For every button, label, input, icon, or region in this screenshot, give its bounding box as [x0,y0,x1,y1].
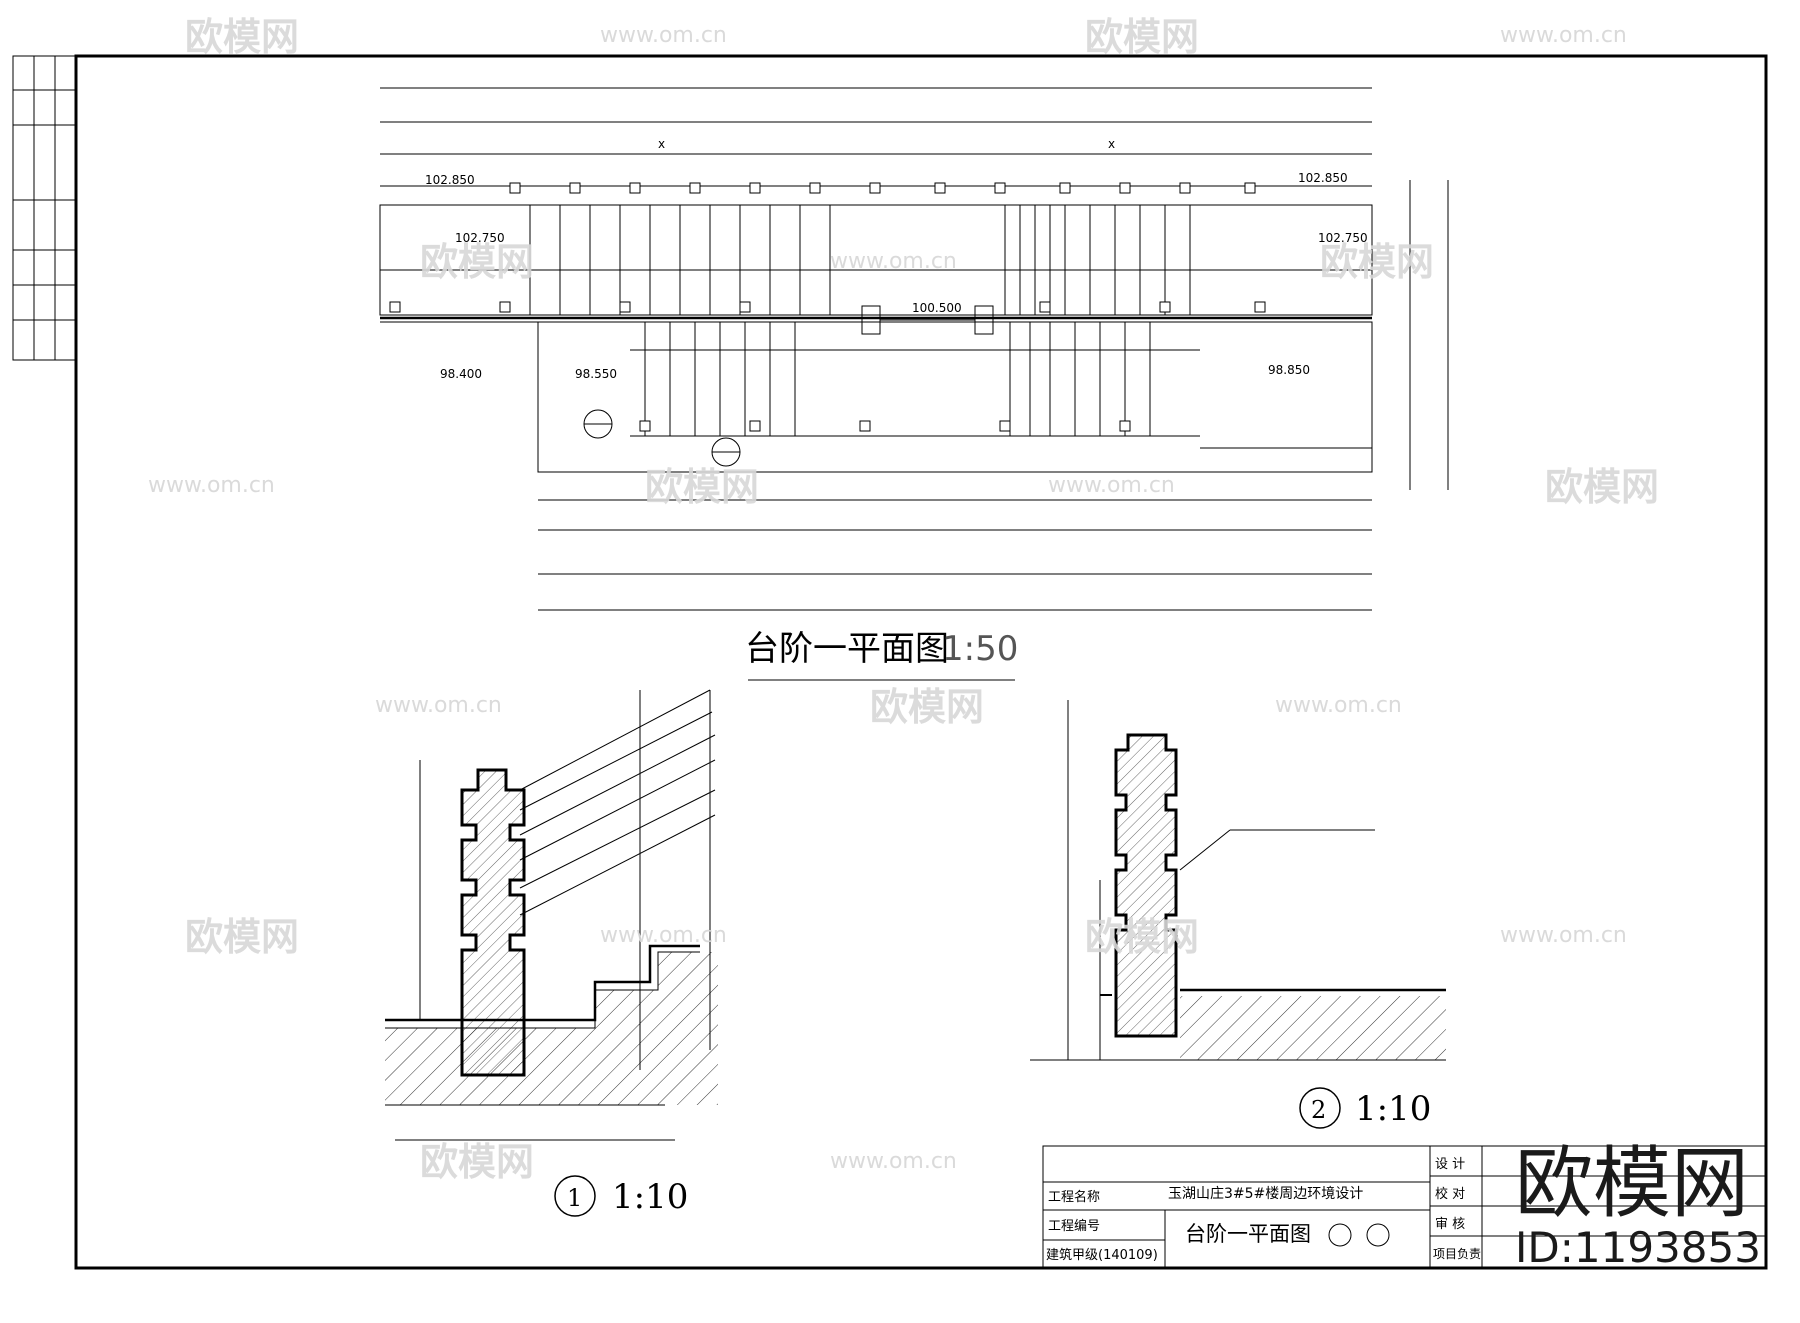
corner-brand: 欧模网 [1515,1139,1749,1229]
elevation-label: 98.400 [440,367,482,381]
revision-strip [12,55,77,361]
sheet-section-2-icon [1366,1223,1390,1247]
watermark-site: www.om.cn [830,249,957,274]
sheet-border [74,54,1768,1270]
project-name-label: 工程名称 [1048,1189,1100,1205]
watermark-site: www.om.cn [1500,23,1627,48]
watermark-brand: 欧模网 [870,685,984,729]
elevation-label: 102.850 [1298,171,1348,185]
section-2-number: 2 [1311,1096,1326,1124]
section-1-scale: 1:10 [612,1177,688,1217]
watermark-brand: 欧模网 [420,1140,534,1184]
plan-view [379,87,1449,611]
design-label: 设 计 [1435,1157,1465,1172]
watermark-brand: 欧模网 [185,915,299,959]
plan-posts [389,182,1266,432]
project-name-value: 玉湖山庄3#5#楼周边环境设计 [1168,1185,1363,1202]
elevation-label: 102.750 [1318,231,1368,245]
check-label: 校 对 [1435,1186,1465,1202]
elevation-label: 98.850 [1268,363,1310,377]
watermark-site: www.om.cn [1275,693,1402,718]
section-2-scale: 1:10 [1355,1089,1431,1129]
watermark-site: www.om.cn [1048,473,1175,498]
watermark-site: www.om.cn [600,923,727,948]
elevation-label: 102.750 [455,231,505,245]
watermark-site: www.om.cn [600,23,727,48]
sheet-title: 台阶一平面图 [1185,1222,1311,1246]
watermark-brand: 欧模网 [1545,465,1659,509]
plan-title: 台阶一平面图 [745,629,949,669]
watermark-site: www.om.cn [830,1149,957,1174]
section-2-symbol [1299,1087,1341,1129]
sheet-section-1-icon [1328,1223,1352,1247]
watermark-brand: 欧模网 [1085,15,1199,59]
watermark-site: www.om.cn [1500,923,1627,948]
watermark-brand: 欧模网 [1320,240,1434,284]
project-no-label: 工程编号 [1048,1219,1100,1234]
section-1-detail [385,689,718,1141]
watermark-layer: www.om.cn www.om.cn www.om.cn www.om.cn … [148,15,1659,1184]
plan-stairs-left [529,205,831,436]
watermark-site: www.om.cn [148,473,275,498]
corner-id: ID:1193853 [1515,1223,1761,1272]
watermark-brand: 欧模网 [645,465,759,509]
watermark-brand: 欧模网 [1085,915,1199,959]
section-2-detail [1030,700,1446,1061]
watermark-brand: 欧模网 [185,15,299,59]
review-label: 审 核 [1435,1217,1465,1232]
title-block [1042,1145,1767,1269]
elevation-label: 98.550 [575,367,617,381]
plan-scale: 1:50 [942,629,1018,669]
plan-stairs-right [1004,205,1191,436]
watermark-brand: 欧模网 [420,240,534,284]
section-1-number: 1 [567,1184,582,1212]
elevation-label: 100.500 [912,301,962,315]
dim-x-left: x [658,137,665,151]
watermark-site: www.om.cn [375,693,502,718]
section-1-symbol [554,1175,596,1217]
dim-x-right: x [1108,137,1115,151]
grade-label: 建筑甲级(140109) [1046,1247,1158,1263]
elevation-label: 102.850 [425,173,475,187]
leader-label: 项目负责 [1433,1247,1481,1261]
